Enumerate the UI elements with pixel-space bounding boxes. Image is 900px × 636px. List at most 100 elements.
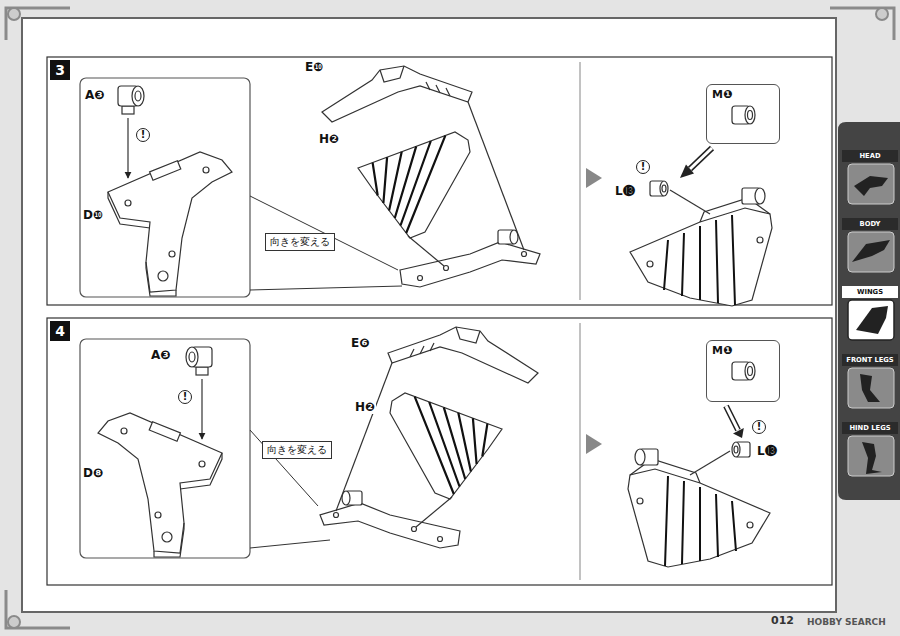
insert-arrow [680, 148, 744, 438]
page-frame [8, 616, 20, 628]
part-drawing [322, 66, 540, 287]
node-text: M❶ [712, 88, 774, 101]
part-drawing [322, 66, 472, 122]
part-label: E❻ [350, 336, 370, 350]
page-frame [876, 8, 888, 20]
insert-arrow [726, 406, 738, 430]
assembled-wing [628, 442, 770, 567]
inset-parts [203, 167, 209, 173]
part-label: D❽ [82, 466, 104, 480]
part-cylinder [745, 106, 755, 124]
assembled-wing [755, 188, 765, 204]
side-tabs [860, 374, 880, 402]
insert-arrow [726, 406, 738, 430]
part-label: H❷ [354, 400, 376, 414]
insert-arrow [690, 148, 712, 169]
step-number: 4 [50, 321, 70, 341]
side-tabs [838, 122, 900, 500]
caution-mark: ! [636, 160, 650, 174]
watermark: HOBBY SEARCH [806, 615, 887, 629]
section-tab: BODY [842, 218, 898, 274]
part-drawing [380, 66, 404, 82]
inset-parts [150, 161, 181, 181]
node-text: BODY [842, 218, 898, 230]
inset-parts [135, 91, 141, 101]
node-text: 3 [54, 60, 66, 80]
node-text: HIND LEGS [842, 422, 898, 434]
callout-box: M❶ [706, 340, 780, 402]
part-label: A❸ [84, 88, 105, 102]
caution-mark: ! [136, 128, 150, 142]
part-label: E❿ [304, 60, 324, 74]
side-tabs [854, 176, 888, 196]
assembled-wing [757, 237, 763, 243]
step-frame [579, 62, 580, 300]
page-frame [6, 8, 70, 40]
caution-mark: ! [178, 390, 192, 404]
step-number: 3 [50, 60, 70, 80]
side-tabs [842, 354, 898, 366]
insert-arrow [733, 428, 744, 438]
step-frame [47, 57, 832, 305]
note-box: 向きを変える [265, 233, 335, 251]
part-label: H❷ [318, 132, 340, 146]
page-frame [830, 8, 894, 40]
side-tabs [848, 368, 894, 408]
assembled-wing [630, 208, 772, 306]
inset-parts [80, 78, 250, 297]
assembled-wing [664, 215, 735, 305]
side-tabs [842, 218, 898, 230]
section-tab: HEAD [842, 150, 898, 206]
inset-parts [108, 192, 176, 296]
part-drawing [408, 236, 444, 266]
side-tabs [842, 150, 898, 162]
inset-parts [80, 339, 250, 558]
node-text: 向きを変える [267, 444, 327, 456]
inset-parts [80, 78, 250, 297]
part-cylinder [732, 106, 755, 380]
section-tab: FRONT LEGS [842, 354, 898, 410]
step-frame [47, 57, 832, 585]
inset-parts [132, 86, 144, 106]
assembled-wing [662, 185, 666, 192]
part-label: L⓭ [614, 184, 636, 198]
part-drawing [373, 136, 446, 233]
assembled-wing [630, 181, 772, 306]
part-cylinder [748, 111, 753, 120]
caution-mark: ! [752, 420, 766, 434]
part-drawing [358, 132, 470, 238]
inset-parts [125, 200, 131, 206]
note-box: 向きを変える [262, 441, 332, 459]
node-text: 4 [54, 321, 66, 341]
node-text: 向きを変える [270, 236, 330, 248]
part-drawing [400, 242, 540, 287]
part-label: L⓭ [756, 444, 778, 458]
page-frame [8, 8, 20, 20]
step-arrow [586, 168, 602, 454]
side-tabs [848, 300, 894, 340]
part-label: A❸ [150, 348, 171, 362]
assembled-wing [647, 261, 653, 267]
insert-arrow [690, 148, 712, 169]
side-tabs [838, 122, 900, 500]
page-frame [6, 590, 70, 628]
part-drawing [444, 266, 449, 271]
part-drawing [320, 327, 538, 548]
leader-line [250, 196, 402, 548]
part-drawing [468, 102, 524, 250]
side-tabs [848, 232, 894, 272]
side-tabs [856, 306, 888, 334]
assembled-wing [660, 181, 668, 196]
leader-line [250, 196, 398, 270]
side-tabs [848, 164, 894, 204]
inset-parts [127, 118, 128, 178]
inset-parts [158, 271, 168, 281]
node-text: M❶ [712, 344, 774, 357]
callout-box: M❶ [706, 84, 780, 144]
page-frame [22, 18, 836, 612]
section-tab: HIND LEGS [842, 422, 898, 478]
node-text: WINGS [842, 286, 898, 298]
